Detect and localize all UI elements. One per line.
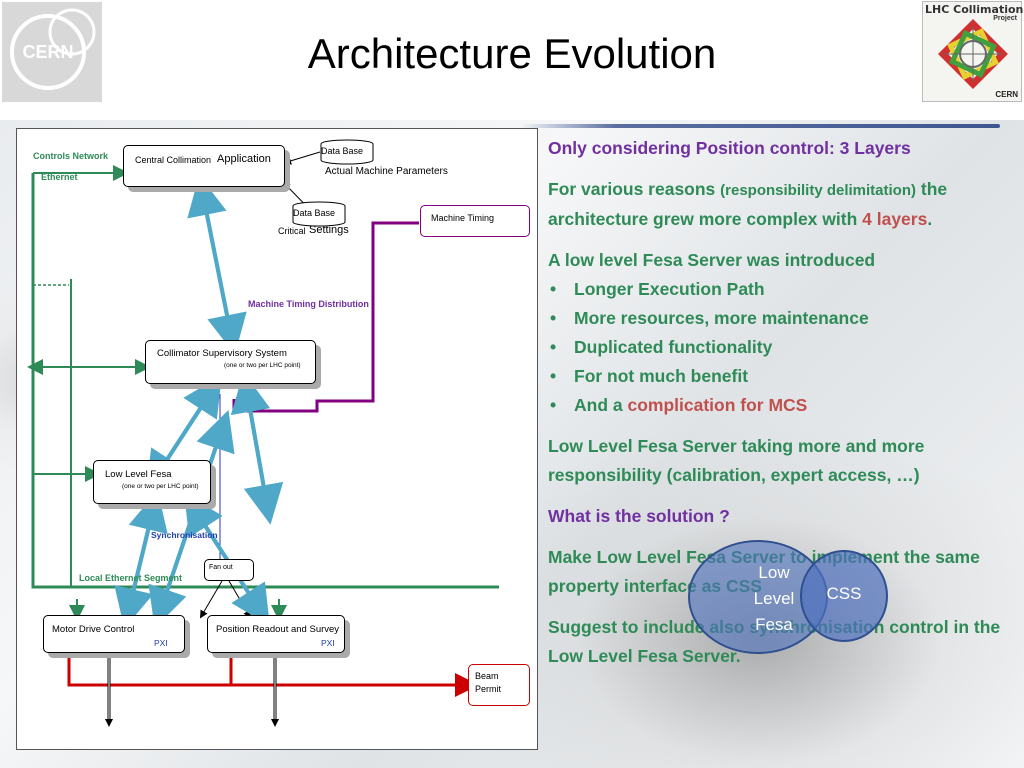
machine-timing-distribution-label: Machine Timing Distribution [248,299,369,309]
paragraph-various-reasons: For various reasons (responsibility deli… [548,179,948,229]
machine-timing-label: Machine Timing [431,213,495,223]
cern-logo: CERN [2,2,102,102]
venn-circle-css [800,550,888,642]
synchronisation-label: Synchronisation [151,530,218,540]
position-pxi-label: PXI [321,638,335,648]
venn-label-low-level-fesa: Low Level Fesa [753,563,795,634]
bullet-list: Longer Execution Path More resources, mo… [548,275,1008,420]
svg-text:CERN: CERN [22,42,73,62]
low-level-fesa-title: Low Level Fesa [105,469,172,480]
central-app-label-small: Central Collimation [135,155,212,165]
list-item: And a complication for MCS [548,391,1008,420]
motor-drive-control-box: Motor Drive Control PXI [43,615,185,653]
fan-out-box: Fan out [204,559,254,581]
css-title: Collimator Supervisory System [157,348,287,359]
title-divider [520,124,1000,128]
database-2-label: Data Base [293,208,336,218]
position-readout-box: Position Readout and Survey PXI [207,615,345,653]
css-subtitle: (one or two per LHC point) [224,362,301,369]
ethernet-label: Ethernet [41,172,78,182]
paragraph-solution-question: What is the solution ? [548,506,730,526]
local-ethernet-segment-label: Local Ethernet Segment [79,573,183,583]
settings-label: Settings [309,224,349,236]
list-item: For not much benefit [548,362,1008,391]
database-1-label: Data Base [321,146,364,156]
critical-label: Critical [278,226,306,236]
list-item: Duplicated functionality [548,333,1008,362]
fan-out-label: Fan out [209,564,233,571]
low-level-fesa-box: Low Level Fesa (one or two per LHC point… [93,460,211,504]
list-item: More resources, more maintenance [548,304,1008,333]
central-app-label-big: Application [217,153,271,165]
motor-drive-label: Motor Drive Control [52,624,135,635]
cern-logo-icon: CERN [10,8,96,90]
central-collimation-application-box: Central Collimation Application [123,145,285,187]
paragraph-responsibility: Low Level Fesa Server taking more and mo… [548,436,925,485]
slide-title: Architecture Evolution [307,30,717,77]
database-icon-2 [292,201,346,227]
venn-diagram: Low Level Fesa CSS [688,540,894,654]
machine-timing-box: Machine Timing [420,205,530,237]
heading-position-control: Only considering Position control: 3 Lay… [548,138,911,158]
controls-network-label: Controls Network [33,151,109,161]
beam-permit-box: Beam Permit [468,664,530,706]
database-icon [320,139,374,165]
architecture-diagram: Controls Network Ethernet Central Collim… [16,128,538,750]
motor-pxi-label: PXI [154,638,168,648]
list-item: Longer Execution Path [548,275,1008,304]
position-readout-label: Position Readout and Survey [216,624,340,635]
paragraph-low-level-fesa: A low level Fesa Server was introduced L… [548,246,1008,420]
beam-permit-line1: Beam [475,671,499,681]
lhc-collimation-logo: LHC Collimation Project CERN [922,1,1023,102]
venn-label-css: CSS [826,584,862,603]
lhc-emblem-icon [938,19,1008,89]
actual-machine-parameters-label: Actual Machine Parameters [325,166,448,177]
low-level-fesa-subtitle: (one or two per LHC point) [122,483,199,490]
collimator-supervisory-system-box: Collimator Supervisory System (one or tw… [145,340,316,384]
beam-permit-line2: Permit [475,684,502,694]
